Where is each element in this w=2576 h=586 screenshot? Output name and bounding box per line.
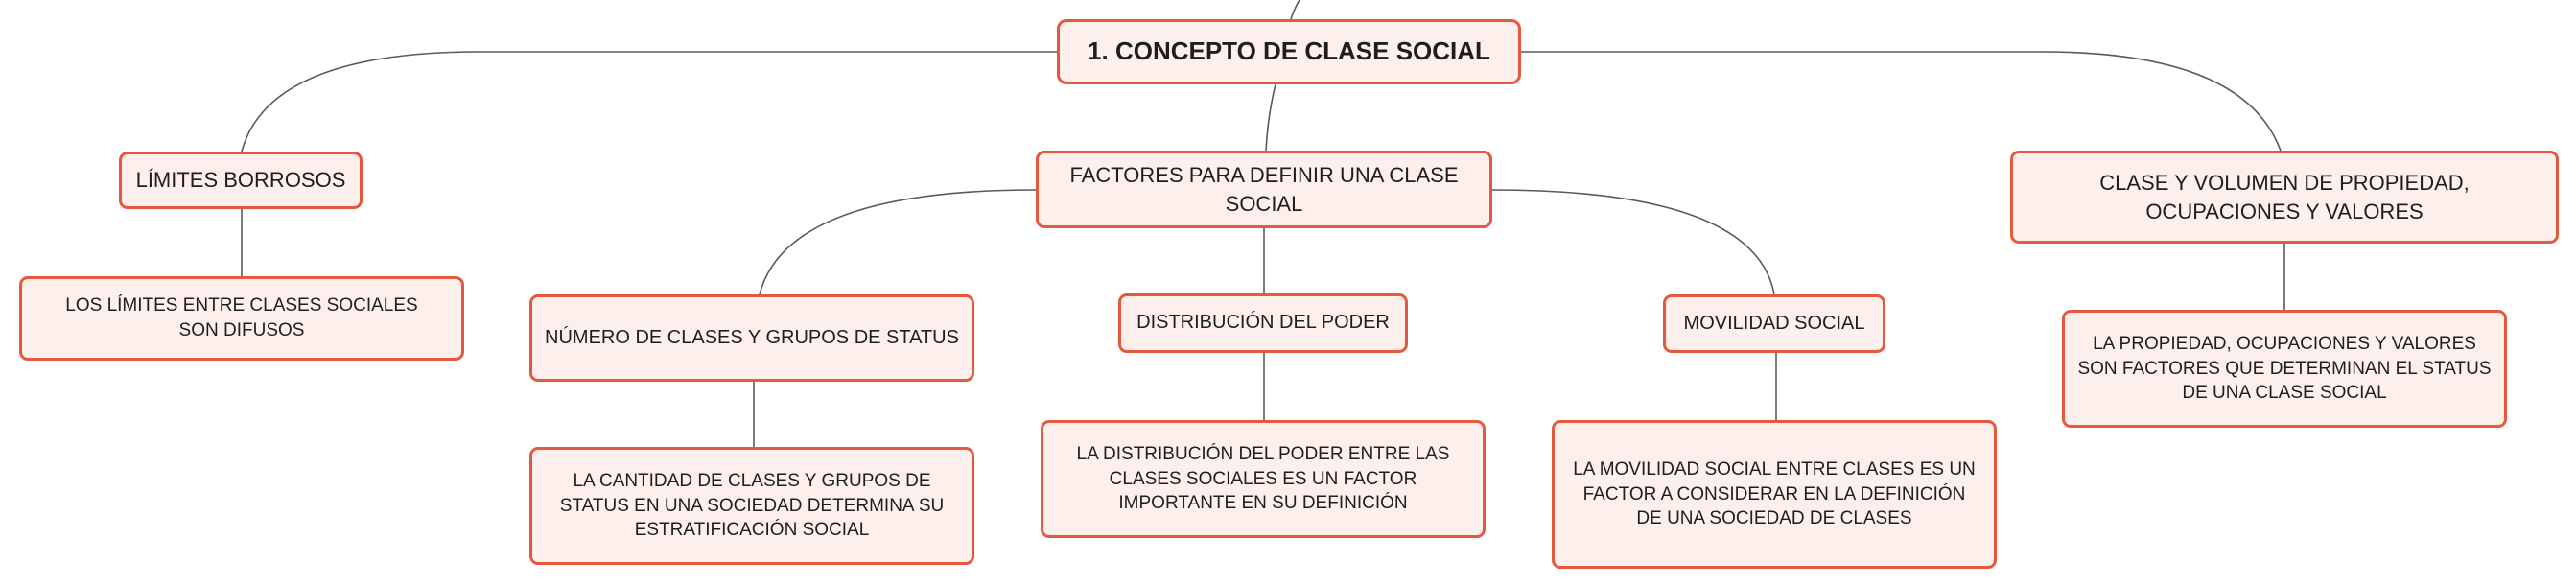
node-distribucion-poder[interactable]: DISTRIBUCIÓN DEL PODER (1118, 293, 1408, 353)
node-numero-clases-grupos[interactable]: NÚMERO DE CLASES Y GRUPOS DE STATUS (529, 294, 974, 382)
node-label: MOVILIDAD SOCIAL (1683, 312, 1865, 334)
node-label: FACTORES PARA DEFINIR UNA CLASE SOCIAL (1069, 162, 1459, 216)
connector-factores-to-numero (759, 189, 1037, 295)
node-label: LÍMITES BORROSOS (135, 168, 346, 193)
detail-clase-volumen-propiedad[interactable]: LA PROPIEDAD, OCUPACIONES Y VALORES SON … (2062, 310, 2507, 428)
detail-numero-clases-grupos[interactable]: LA CANTIDAD DE CLASES Y GRUPOS DE STATUS… (529, 447, 974, 565)
node-label: CLASE Y VOLUMEN DE PROPIEDAD, OCUPACIONE… (2099, 170, 2470, 223)
detail-text: LOS LÍMITES ENTRE CLASES SOCIALES SON DI… (65, 295, 418, 340)
connector-root-to-factores (1265, 83, 1276, 152)
node-label: NÚMERO DE CLASES Y GRUPOS DE STATUS (545, 326, 959, 348)
connector-root-to-clase-volumen (1521, 51, 2282, 152)
detail-text: LA DISTRIBUCIÓN DEL PODER ENTRE LAS CLAS… (1076, 443, 1450, 514)
node-limites-borrosos[interactable]: LÍMITES BORROSOS (119, 152, 363, 209)
root-label: 1. CONCEPTO DE CLASE SOCIAL (1088, 36, 1490, 66)
detail-text: LA MOVILIDAD SOCIAL ENTRE CLASES ES UN F… (1573, 458, 1976, 529)
detail-distribucion-poder[interactable]: LA DISTRIBUCIÓN DEL PODER ENTRE LAS CLAS… (1041, 420, 1486, 538)
node-label: DISTRIBUCIÓN DEL PODER (1136, 312, 1390, 334)
root-node[interactable]: 1. CONCEPTO DE CLASE SOCIAL (1057, 19, 1521, 84)
connector-root-to-limites (241, 51, 1057, 152)
detail-text: LA CANTIDAD DE CLASES Y GRUPOS DE STATUS… (559, 470, 945, 541)
connector-factores-to-movilidad (1491, 189, 1775, 295)
node-clase-volumen-propiedad[interactable]: CLASE Y VOLUMEN DE PROPIEDAD, OCUPACIONE… (2010, 151, 2559, 244)
connector-parent-to-root (1290, 0, 1300, 20)
node-factores-clase-social[interactable]: FACTORES PARA DEFINIR UNA CLASE SOCIAL (1036, 151, 1492, 228)
detail-movilidad-social[interactable]: LA MOVILIDAD SOCIAL ENTRE CLASES ES UN F… (1552, 420, 1997, 569)
node-movilidad-social[interactable]: MOVILIDAD SOCIAL (1663, 294, 1885, 353)
detail-limites-borrosos[interactable]: LOS LÍMITES ENTRE CLASES SOCIALES SON DI… (19, 276, 464, 361)
detail-text: LA PROPIEDAD, OCUPACIONES Y VALORES SON … (2077, 333, 2492, 404)
